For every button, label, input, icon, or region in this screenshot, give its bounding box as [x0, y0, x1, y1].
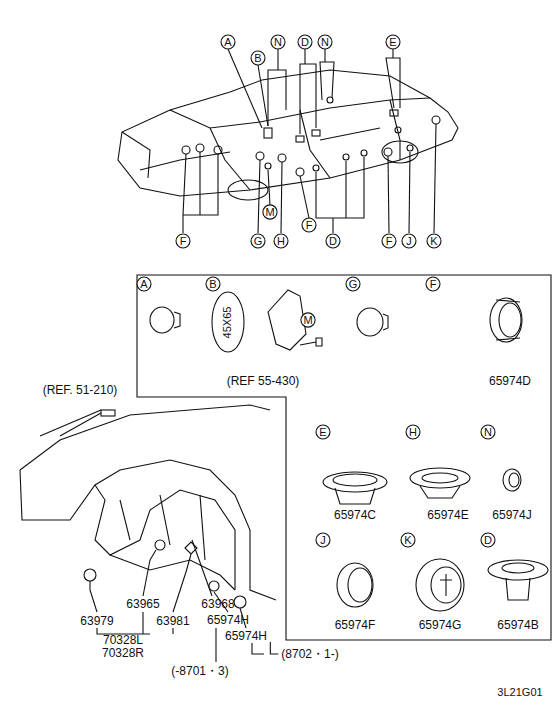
fender	[20, 405, 276, 608]
leader-lines	[183, 49, 436, 233]
bracket-line	[270, 642, 278, 654]
callout-letter: N	[321, 37, 329, 48]
part-number: 65974D	[489, 375, 531, 387]
callout-circle	[298, 35, 312, 49]
callout-circle	[346, 277, 360, 291]
callout-circle	[274, 234, 288, 248]
callout-circle	[426, 277, 440, 291]
callout-letter: K	[404, 535, 411, 546]
car-body	[118, 70, 458, 200]
callout-circle	[301, 313, 315, 327]
part-number: (REF 55-430)	[227, 375, 300, 387]
grommets	[150, 290, 548, 611]
callout-circle	[263, 205, 277, 219]
callout-circle	[326, 234, 340, 248]
callout-letter: A	[224, 37, 231, 48]
callout-circle	[251, 234, 265, 248]
callout-letter: B	[254, 53, 261, 64]
callout-letter: H	[409, 427, 417, 438]
callout-circle	[382, 234, 396, 248]
callout-circle	[318, 35, 332, 49]
callout-circle	[221, 35, 235, 49]
part-number: (-8701・3)	[171, 665, 228, 677]
part-number: 45X65	[223, 306, 234, 338]
callout-circle	[481, 425, 495, 439]
part-number: (REF. 51-210)	[43, 384, 118, 396]
callout-circle	[137, 277, 151, 291]
callout-letter: M	[303, 315, 312, 326]
callout-circle	[386, 35, 400, 49]
callout-letter: F	[180, 236, 187, 247]
callout-letter: F	[306, 220, 313, 231]
callout-letter: G	[254, 236, 263, 247]
part-number: 65974H	[225, 630, 267, 642]
callout-circle	[402, 234, 416, 248]
callout-letter: A	[140, 279, 147, 290]
callout-letter: K	[430, 236, 437, 247]
callout-letter: E	[389, 37, 396, 48]
callout-letter: H	[277, 236, 285, 247]
callout-letter: N	[274, 37, 282, 48]
callout-circle	[302, 218, 316, 232]
callout-circle	[406, 425, 420, 439]
parts-panel	[137, 275, 551, 640]
callout-circle	[401, 533, 415, 547]
callout-circle	[316, 425, 330, 439]
part-number: 63968	[201, 598, 234, 610]
callout-circle	[251, 51, 265, 65]
callout-circle	[316, 533, 330, 547]
part-number: 3L21G01	[497, 687, 542, 698]
callout-letter: E	[319, 427, 326, 438]
callout-letter: D	[301, 37, 309, 48]
callout-letter: G	[349, 279, 358, 290]
callout-circle	[206, 277, 220, 291]
callout-letter: J	[320, 535, 326, 546]
part-number: 70328L	[103, 634, 143, 646]
callout-circles	[137, 35, 495, 654]
part-number: 65974B	[497, 619, 538, 631]
part-number: 63979	[80, 615, 113, 627]
part-number: (8702・1-)	[281, 648, 338, 660]
callout-letter: D	[484, 535, 492, 546]
part-number: 65974F	[335, 619, 376, 631]
part-number: 65974J	[492, 509, 531, 521]
part-number: 70328R	[102, 647, 144, 659]
callout-letter: N	[484, 427, 492, 438]
part-number: 63965	[126, 598, 159, 610]
part-number: 65974E	[427, 509, 468, 521]
callout-circle	[176, 234, 190, 248]
part-number: 65974G	[419, 619, 462, 631]
leader-lines	[90, 540, 264, 662]
callout-letter: B	[209, 279, 216, 290]
callout-circle	[271, 35, 285, 49]
callout-circle	[427, 234, 441, 248]
callout-letter: J	[406, 236, 412, 247]
part-number: 63981	[156, 615, 189, 627]
part-number: 65974C	[334, 509, 376, 521]
callout-letter: F	[430, 279, 437, 290]
part-number: 65974H	[207, 614, 249, 626]
callout-letter: F	[386, 236, 393, 247]
callout-letter: D	[329, 236, 337, 247]
callout-letter: M	[265, 207, 274, 218]
callout-circle	[481, 533, 495, 547]
